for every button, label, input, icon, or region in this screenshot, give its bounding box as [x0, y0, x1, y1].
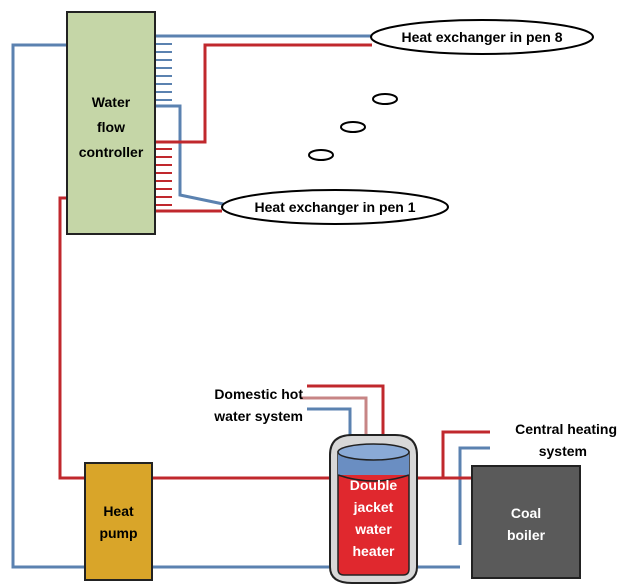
domestic-label-line2: water system [214, 408, 303, 424]
hot-flow-pipes [58, 43, 490, 480]
cold-return-pipes [11, 34, 490, 569]
coal-boiler-label: Coal boiler [472, 502, 580, 546]
water-heater-tank [329, 434, 418, 584]
pen8-exchanger-shape [370, 19, 594, 55]
central-heating-label: Central heating system [490, 418, 617, 462]
heat-pump-box [84, 462, 153, 581]
domestic-hot-water-label: Domestic hot water system [180, 383, 303, 427]
coal-boiler-label-line1: Coal [510, 505, 542, 521]
central-label-line2: system [538, 443, 587, 459]
water-heater-label-line2: jacket [353, 499, 394, 515]
heat-pump-label: Heat pump [85, 500, 152, 544]
central-label-line1: Central heating [515, 421, 617, 437]
coal-boiler-box [471, 465, 581, 579]
pen8-label: Heat exchanger in pen 8 [401, 29, 563, 45]
coal-boiler-label-line2: boiler [506, 527, 546, 543]
domestic-label-line1: Domestic hot [214, 386, 303, 402]
heat-pump-label-line2: pump [99, 525, 138, 541]
water-heater-label: Double jacket water heater [331, 474, 416, 562]
controller-label-line2: flow [97, 119, 125, 135]
heat-pump-label-line1: Heat [103, 503, 134, 519]
water-heater-label-line4: heater [352, 543, 395, 559]
controller-label: Water flow controller [67, 90, 155, 165]
controller-ports [155, 35, 172, 206]
pen1-label: Heat exchanger in pen 1 [254, 199, 416, 215]
water-flow-controller-box [66, 11, 156, 235]
water-heater-label-line3: water [355, 521, 392, 537]
water-heater-label-line1: Double [349, 477, 398, 493]
controller-label-line1: Water [91, 94, 131, 110]
continuation-dots [308, 93, 398, 161]
controller-label-line3: controller [78, 144, 144, 160]
pen1-exchanger-shape [221, 189, 449, 225]
